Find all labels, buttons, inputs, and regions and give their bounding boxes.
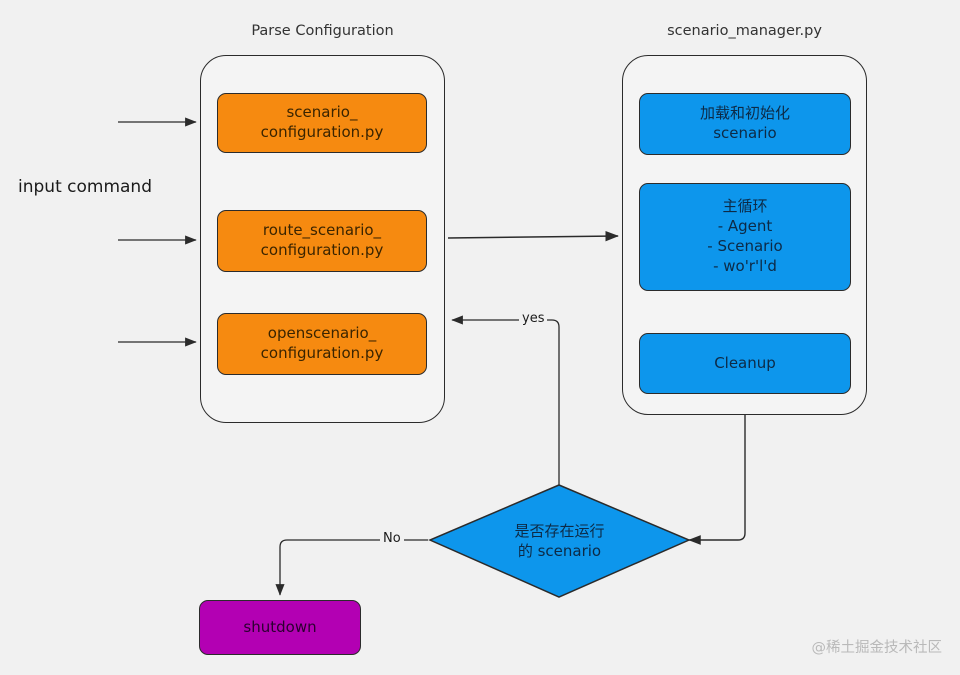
node-openscenario-configuration-line2: configuration.py	[260, 344, 384, 362]
node-main-loop[interactable]: 主循环 - Agent - Scenario - wo'r'l'd	[639, 183, 851, 291]
node-load-init-scenario-line1: 加载和初始化	[699, 104, 790, 123]
node-shutdown-label: shutdown	[243, 617, 317, 636]
node-route-scenario-configuration-line2: configuration.py	[260, 241, 384, 259]
node-scenario-configuration-line1: scenario_	[286, 103, 358, 122]
decision-text: 是否存在运行 的 scenario	[514, 521, 604, 562]
node-scenario-configuration[interactable]: scenario_ configuration.py	[217, 93, 427, 153]
node-main-loop-line4: - wo'r'l'd	[713, 256, 777, 275]
edge-decision-yes-to-parse	[451, 315, 560, 485]
label-input-command: input command	[18, 177, 152, 197]
edge-cleanup-to-decision	[688, 394, 746, 545]
node-main-loop-line1: 主循环	[722, 197, 768, 216]
node-load-init-scenario-line2: scenario	[713, 124, 777, 142]
edge-label-yes: yes	[519, 311, 548, 326]
decision-line1: 是否存在运行	[514, 521, 605, 540]
node-shutdown[interactable]: shutdown	[199, 600, 361, 655]
watermark: @稀土掘金技术社区	[811, 640, 943, 656]
node-openscenario-configuration[interactable]: openscenario_ configuration.py	[217, 313, 427, 375]
decision-running-scenario[interactable]: 是否存在运行 的 scenario	[430, 485, 689, 597]
group-title-parse-configuration: Parse Configuration	[251, 23, 394, 39]
node-load-init-scenario[interactable]: 加载和初始化 scenario	[639, 93, 851, 155]
node-main-loop-line3: - Scenario	[707, 237, 783, 255]
node-main-loop-line2: - Agent	[717, 217, 773, 236]
node-openscenario-configuration-line1: openscenario_	[267, 324, 377, 343]
edge-decision-no-to-shutdown	[275, 539, 428, 596]
group-title-scenario-manager: scenario_manager.py	[667, 23, 822, 39]
node-cleanup[interactable]: Cleanup	[639, 333, 851, 394]
node-route-scenario-configuration[interactable]: route_scenario_ configuration.py	[217, 210, 427, 272]
node-route-scenario-configuration-line1: route_scenario_	[262, 221, 382, 240]
node-cleanup-label: Cleanup	[714, 353, 776, 372]
edge-parse-to-manager	[447, 230, 619, 242]
node-scenario-configuration-line2: configuration.py	[260, 123, 384, 141]
decision-line2: 的 scenario	[517, 542, 602, 560]
edge-label-no: No	[380, 531, 404, 546]
